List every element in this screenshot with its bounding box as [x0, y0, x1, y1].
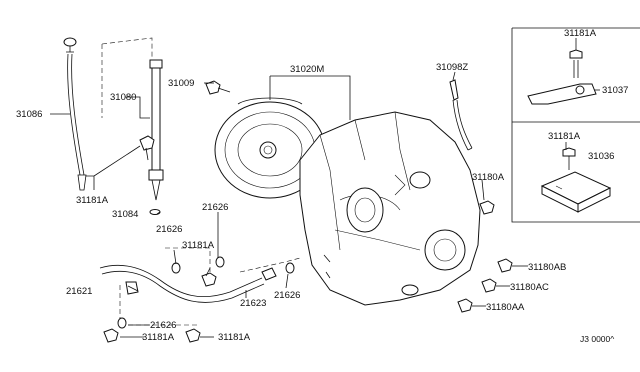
callout-31181a-left: 31181A	[76, 195, 109, 206]
callout-31181a-mid: 31181A	[182, 240, 215, 251]
callout-31180ac: 31180AC	[510, 282, 549, 293]
callout-21621: 21621	[66, 286, 92, 297]
breather-hose	[449, 79, 473, 151]
bracket-31037	[527, 49, 597, 105]
leader-lines	[50, 38, 600, 338]
transaxle-assembly	[299, 111, 481, 306]
callout-labels: 31086 31080 31009 31020M 31098Z 31181A 3…	[16, 28, 628, 344]
callout-31181a-box2: 31181A	[548, 131, 581, 142]
callout-21626-d: 21626	[150, 320, 176, 331]
callout-31084: 31084	[112, 209, 138, 220]
callout-31180aa: 31180AA	[486, 302, 525, 313]
inset-panels	[511, 27, 640, 223]
callout-31020m: 31020M	[290, 64, 324, 75]
diagram-code: J3 0000^	[580, 334, 614, 344]
dipstick-tube-31080	[101, 37, 164, 215]
callout-31080: 31080	[110, 92, 136, 103]
callout-31181a-br: 31181A	[218, 332, 251, 343]
bolt-31009	[205, 80, 231, 95]
callout-31181a-bl: 31181A	[142, 332, 175, 343]
callout-31009: 31009	[168, 78, 194, 89]
callout-21626-a: 21626	[202, 202, 228, 213]
callout-21626-c: 21626	[274, 290, 300, 301]
callout-21623: 21623	[240, 298, 266, 309]
cooler-pipe	[99, 247, 301, 326]
torque-converter	[214, 97, 326, 199]
callout-31181a-box1: 31181A	[564, 28, 597, 39]
control-unit-31036	[540, 147, 612, 213]
fasteners	[103, 200, 513, 343]
callout-31098z: 31098Z	[436, 62, 468, 73]
callout-31180ab: 31180AB	[528, 262, 566, 273]
callout-31086: 31086	[16, 109, 42, 120]
callout-21626-b: 21626	[156, 224, 182, 235]
callout-31036: 31036	[588, 151, 614, 162]
dipstick-31086	[63, 37, 87, 191]
callout-31037: 31037	[602, 85, 628, 96]
callout-31180a: 31180A	[472, 172, 505, 183]
